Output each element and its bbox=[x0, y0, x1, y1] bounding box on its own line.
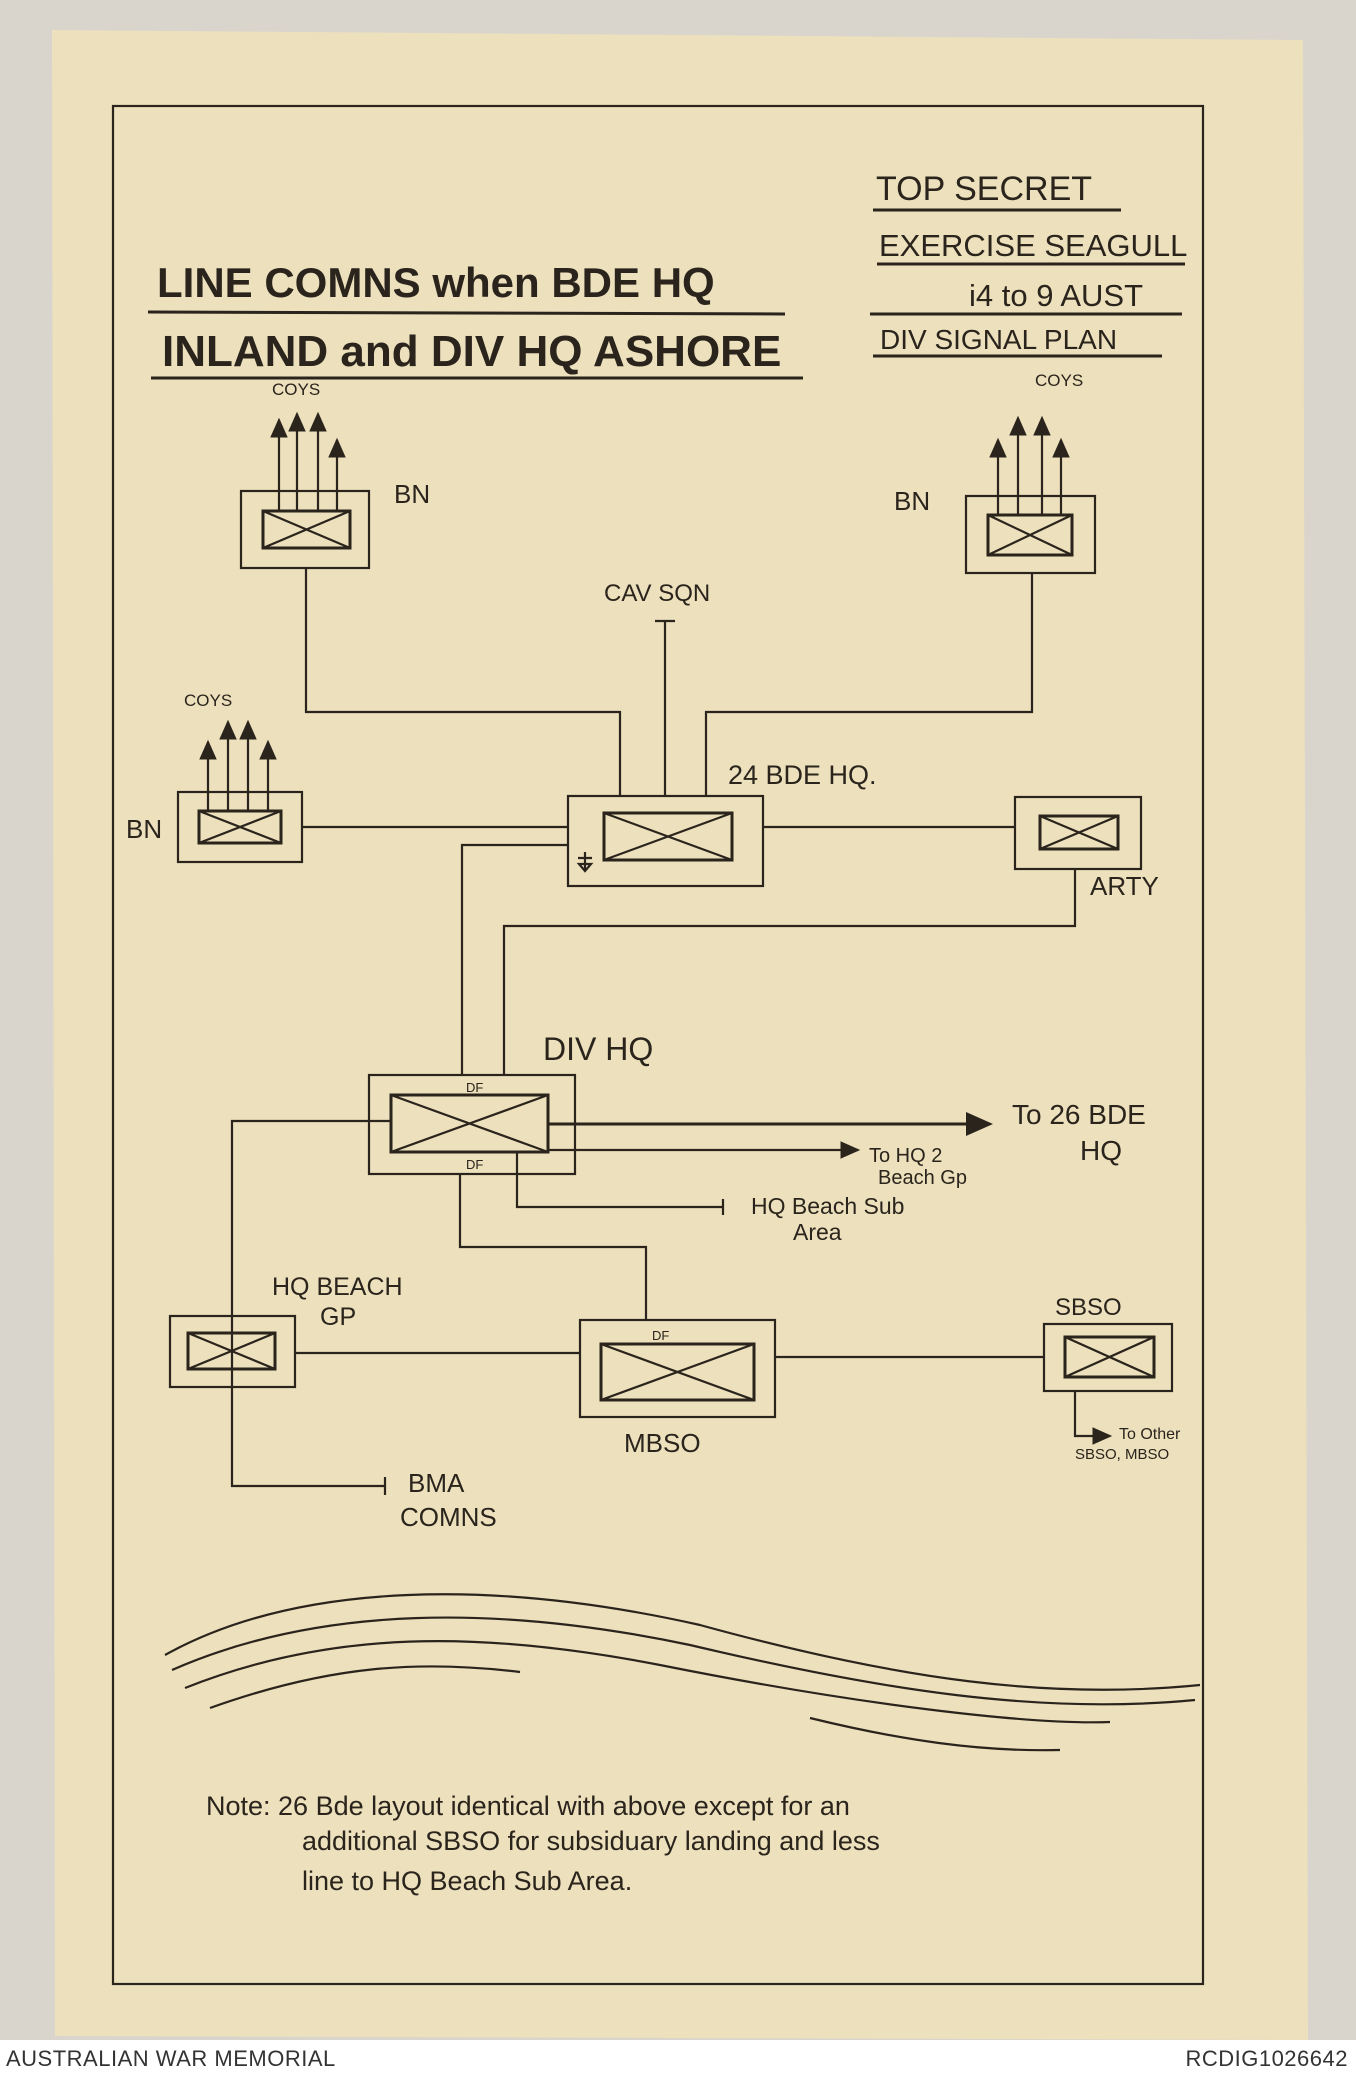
note-line2: additional SBSO for subsiduary landing a… bbox=[302, 1826, 880, 1856]
note-line1: Note: 26 Bde layout identical with above… bbox=[206, 1791, 850, 1821]
title-line1: LINE COMNS when BDE HQ bbox=[157, 259, 715, 306]
bn-top-right-node bbox=[964, 415, 1097, 575]
line-bn-to-bde bbox=[304, 568, 622, 796]
mbso-node: DF bbox=[578, 1318, 777, 1419]
bn-label: BN bbox=[126, 814, 162, 844]
hq-beach-sub-label: Area bbox=[793, 1219, 842, 1245]
line-to-hq-beach-sub-area bbox=[515, 1152, 725, 1215]
line-cav-sqn bbox=[655, 619, 675, 796]
line-div-to-beach-gp-bma bbox=[230, 1119, 391, 1495]
title-line2: INLAND and DIV HQ ASHORE bbox=[162, 327, 781, 376]
cav-sqn-label: CAV SQN bbox=[604, 580, 710, 607]
coys-label: COYS bbox=[272, 380, 320, 399]
line-div-to-mbso bbox=[458, 1174, 648, 1320]
mbso-label: MBSO bbox=[624, 1428, 701, 1458]
div-hq-label: DIV HQ bbox=[543, 1031, 653, 1067]
plan-title: DIV SIGNAL PLAN bbox=[880, 324, 1117, 355]
bn-label: BN bbox=[894, 486, 930, 516]
coys-label: COYS bbox=[1035, 371, 1083, 390]
df-symbol: DF bbox=[466, 1157, 483, 1172]
sbso-node bbox=[1042, 1322, 1174, 1393]
bde-hq-24-node bbox=[566, 794, 765, 888]
bma-label: BMA bbox=[408, 1468, 465, 1498]
bn-top-left-node bbox=[239, 411, 371, 570]
line-bde-to-div bbox=[460, 843, 568, 1075]
classification: TOP SECRET bbox=[876, 170, 1092, 208]
to-hq2-label: Beach Gp bbox=[878, 1167, 967, 1189]
arty-node bbox=[1013, 795, 1143, 871]
line-arty-to-div bbox=[502, 869, 1077, 1075]
footer-record-id: RCDIG1026642 bbox=[1185, 2046, 1348, 2071]
exercise-dates: i4 to 9 AUST bbox=[969, 278, 1143, 313]
hq-beach-sub-label: HQ Beach Sub bbox=[751, 1193, 904, 1219]
coastline-drawing bbox=[164, 1593, 1201, 1752]
to-other-label: To Other bbox=[1119, 1426, 1181, 1443]
line-bn-to-bde bbox=[704, 573, 1034, 796]
to-26-bde-label: HQ bbox=[1080, 1135, 1122, 1166]
df-symbol: DF bbox=[466, 1080, 483, 1095]
bde-hq-24-label: 24 BDE HQ. bbox=[728, 760, 877, 790]
sbso-label: SBSO bbox=[1055, 1294, 1122, 1321]
to-26-bde-label: To 26 BDE bbox=[1012, 1099, 1146, 1130]
bn-mid-left-node bbox=[176, 719, 304, 864]
exercise-name: EXERCISE SEAGULL bbox=[879, 228, 1187, 263]
line-to-other-sbso bbox=[1073, 1391, 1113, 1445]
hq-beach-gp-node bbox=[168, 1314, 297, 1389]
df-symbol: DF bbox=[652, 1328, 669, 1343]
to-other-label: SBSO, MBSO bbox=[1075, 1446, 1169, 1463]
coys-label: COYS bbox=[184, 691, 232, 710]
hq-beach-gp-label: HQ BEACH bbox=[272, 1273, 403, 1301]
footer-institution: AUSTRALIAN WAR MEMORIAL bbox=[6, 2046, 336, 2071]
arty-label: ARTY bbox=[1090, 871, 1159, 901]
bn-label: BN bbox=[394, 479, 430, 509]
note-line3: line to HQ Beach Sub Area. bbox=[302, 1866, 632, 1896]
hq-beach-gp-label: GP bbox=[320, 1303, 356, 1331]
to-hq2-label: To HQ 2 bbox=[869, 1145, 942, 1167]
paper bbox=[52, 30, 1308, 2040]
page-border bbox=[111, 104, 1205, 1986]
bma-label: COMNS bbox=[400, 1502, 497, 1532]
